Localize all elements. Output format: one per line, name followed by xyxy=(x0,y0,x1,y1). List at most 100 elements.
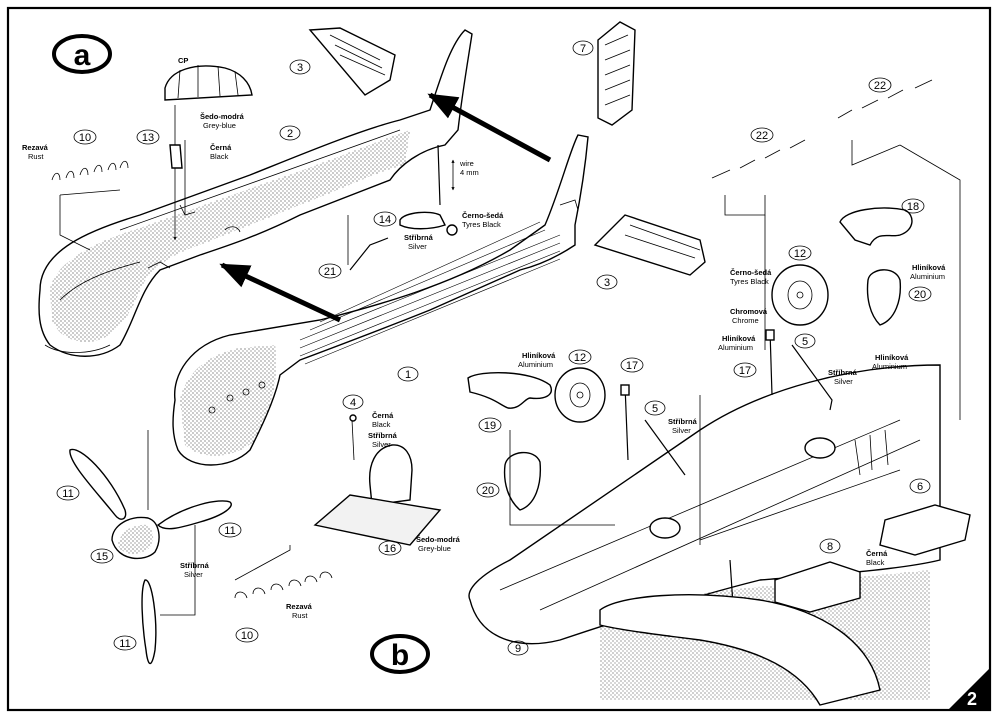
propeller xyxy=(69,448,232,665)
fuselage-left-half xyxy=(38,29,473,357)
stabilizer-upper xyxy=(308,27,396,96)
svg-text:11: 11 xyxy=(62,488,73,500)
svg-text:4: 4 xyxy=(350,397,356,409)
color-labels: Rezavá Rust Šedo-modrá Grey-blue Černá B… xyxy=(22,112,946,620)
svg-text:6: 6 xyxy=(917,481,923,493)
svg-text:17: 17 xyxy=(739,365,751,377)
svg-text:15: 15 xyxy=(96,551,108,563)
label-silver-cz-c: Stříbrná xyxy=(180,561,210,570)
svg-text:9: 9 xyxy=(515,643,521,655)
label-chrome-en: Chrome xyxy=(732,316,759,325)
stabilizer-lower xyxy=(593,214,706,276)
step-b-label: b xyxy=(391,639,409,672)
svg-text:5: 5 xyxy=(652,403,658,415)
label-wire-2: 4 mm xyxy=(460,168,479,177)
label-alu-cz-b: Hliníková xyxy=(722,334,756,343)
step-b-marker: b xyxy=(370,634,430,674)
callout-6: 6 xyxy=(909,478,931,494)
assembly-arrow-upper xyxy=(427,92,552,163)
label-tyres-cz-b: Černo-šedá xyxy=(730,268,772,277)
canopy: CP xyxy=(164,56,253,101)
svg-text:16: 16 xyxy=(384,543,396,555)
callout-20-right: 20 xyxy=(908,286,932,302)
label-rust-en-a: Rust xyxy=(28,152,44,161)
svg-text:10: 10 xyxy=(241,630,253,642)
label-rust-cz-a: Rezavá xyxy=(22,143,49,152)
gear-door-20-left xyxy=(503,451,542,511)
page-number-tab: 2 xyxy=(948,668,990,710)
label-alu-cz-a: Hliníková xyxy=(522,351,556,360)
label-alu-en-c: Aluminium xyxy=(872,362,907,371)
callout-20-left: 20 xyxy=(476,482,500,498)
label-silver-cz-b: Stříbrná xyxy=(368,431,398,440)
svg-text:10: 10 xyxy=(79,132,91,144)
gear-door-19 xyxy=(467,371,552,409)
svg-text:11: 11 xyxy=(224,525,235,537)
svg-text:20: 20 xyxy=(482,485,494,497)
wing-stubs-22-left xyxy=(711,139,806,216)
label-silver-en-b: Silver xyxy=(372,440,391,449)
svg-text:22: 22 xyxy=(756,130,768,142)
callout-21: 21 xyxy=(318,263,342,279)
callout-1: 1 xyxy=(397,366,419,382)
gear-legs xyxy=(620,329,833,476)
callout-22-left: 22 xyxy=(750,127,774,143)
step-a-marker: a xyxy=(52,34,112,74)
callout-10-lower: 10 xyxy=(235,627,259,643)
callout-14: 14 xyxy=(373,211,397,227)
svg-text:17: 17 xyxy=(626,360,638,372)
label-wire-1: wire xyxy=(459,159,474,168)
label-alu-en-d: Aluminium xyxy=(910,272,945,281)
label-black-cz-b: Černá xyxy=(372,411,394,420)
leader-lines xyxy=(147,144,961,616)
belly-pan xyxy=(599,594,881,706)
callout-10-upper: 10 xyxy=(73,129,97,145)
label-tyres-en-b: Tyres Black xyxy=(730,277,769,286)
callout-4: 4 xyxy=(342,394,364,410)
svg-text:2: 2 xyxy=(287,128,293,140)
label-silver-en-d: Silver xyxy=(672,426,691,435)
label-rust-cz-b: Rezavá xyxy=(286,602,313,611)
callout-12-left: 12 xyxy=(568,349,592,365)
label-greyblue-en-a: Grey-blue xyxy=(203,121,236,130)
label-tyres-cz-a: Černo-šedá xyxy=(462,211,504,220)
label-silver-en-a: Silver xyxy=(408,242,427,251)
callout-9: 9 xyxy=(507,640,529,656)
callout-8: 8 xyxy=(819,538,841,554)
label-silver-cz-a: Stříbrná xyxy=(404,233,434,242)
svg-text:18: 18 xyxy=(907,201,919,213)
assembly-arrow-lower xyxy=(219,262,342,323)
svg-text:12: 12 xyxy=(794,248,806,260)
part-number-callouts: 1 2 3 3 4 5 5 6 7 8 9 10 10 11 11 11 12 … xyxy=(56,40,932,656)
gear-door-20-right xyxy=(866,269,902,326)
label-black-en-b: Black xyxy=(372,420,391,429)
callout-11-right: 11 xyxy=(218,522,242,538)
label-silver-cz-d: Stříbrná xyxy=(668,417,698,426)
wing-stubs-22-right xyxy=(837,79,933,166)
svg-text:13: 13 xyxy=(142,132,154,144)
callout-7: 7 xyxy=(572,40,594,56)
label-chrome-cz: Chromová xyxy=(730,307,768,316)
svg-text:22: 22 xyxy=(874,80,886,92)
callout-5-left: 5 xyxy=(644,400,666,416)
callout-3-upper: 3 xyxy=(289,59,311,75)
callout-11-left: 11 xyxy=(56,485,80,501)
callout-13: 13 xyxy=(136,129,160,145)
callout-12-right: 12 xyxy=(788,245,812,261)
wing xyxy=(468,364,941,700)
svg-text:20: 20 xyxy=(914,289,926,301)
svg-text:7: 7 xyxy=(580,43,586,55)
label-greyblue-en-b: Grey-blue xyxy=(418,544,451,553)
callout-11-bottom: 11 xyxy=(113,635,137,651)
callout-17-right: 17 xyxy=(733,362,757,378)
svg-text:1: 1 xyxy=(405,369,411,381)
main-wheel-left xyxy=(554,367,606,423)
label-alu-en-a: Aluminium xyxy=(518,360,553,369)
rudder xyxy=(597,21,636,126)
page-border xyxy=(6,6,992,712)
svg-text:14: 14 xyxy=(379,214,391,226)
step-a-label: a xyxy=(74,39,91,72)
svg-text:12: 12 xyxy=(574,352,586,364)
label-alu-cz-c: Hliníková xyxy=(875,353,909,362)
svg-text:3: 3 xyxy=(297,62,303,74)
